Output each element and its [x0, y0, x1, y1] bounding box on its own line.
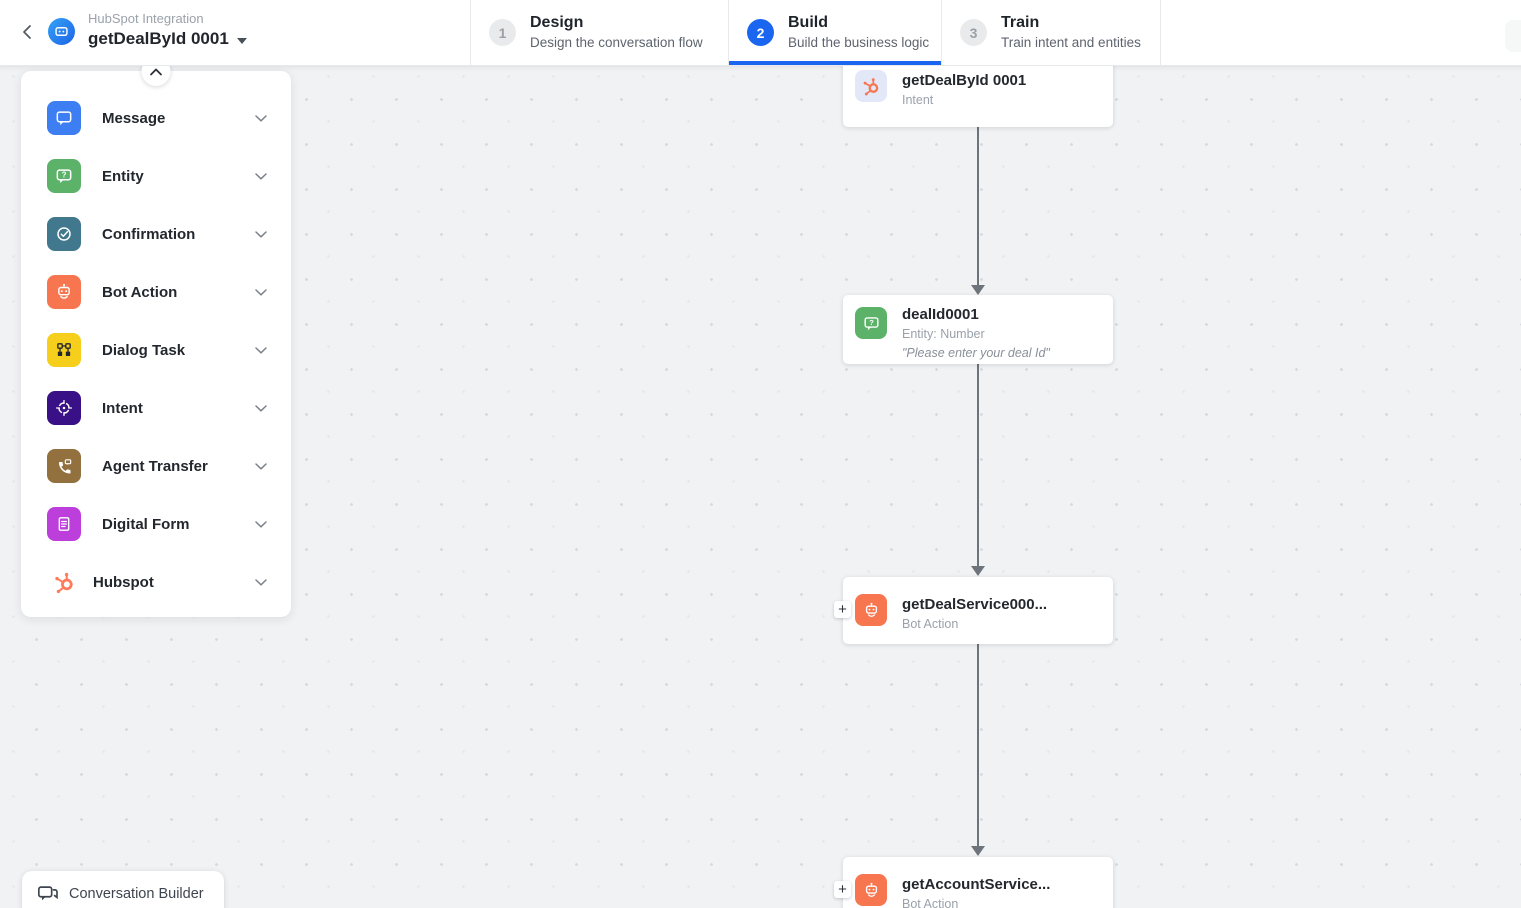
entity-icon: ?	[855, 307, 887, 339]
task-title-dropdown[interactable]: getDealById 0001	[88, 27, 247, 51]
top-header: HubSpot Integration getDealById 0001 1 D…	[0, 0, 1521, 66]
digital-form-icon	[47, 507, 81, 541]
node-title: getAccountService...	[902, 876, 1051, 893]
tab-build-label: Build	[788, 14, 828, 31]
sidebar-item-digital-form[interactable]: Digital Form	[21, 495, 291, 553]
flow-canvas[interactable]: Message ? Entity Confirmation	[0, 65, 1521, 908]
node-title: getDealById 0001	[902, 72, 1027, 89]
conversation-builder-badge[interactable]: Conversation Builder	[22, 871, 224, 908]
tab-train-subtitle: Train intent and entities	[1001, 35, 1141, 50]
dialog-task-icon	[47, 333, 81, 367]
sidebar-item-message[interactable]: Message	[21, 89, 291, 147]
tab-design-number: 1	[489, 19, 516, 46]
hubspot-icon	[855, 70, 887, 102]
node-subtitle: Bot Action	[902, 897, 959, 908]
chevron-up-icon	[150, 68, 163, 76]
tab-train-number: 3	[960, 19, 987, 46]
flow-node-bot-action[interactable]: + getAccountService... Bot Action	[834, 857, 1113, 908]
arrow-down-icon	[971, 285, 985, 295]
stage-tabs: 1 Design Design the conversation flow 2 …	[470, 0, 1161, 65]
tab-build-subtitle: Build the business logic	[788, 35, 930, 50]
svg-text:?: ?	[869, 318, 874, 327]
sidebar-item-label: Digital Form	[102, 515, 190, 533]
node-palette: Message ? Entity Confirmation	[21, 65, 291, 617]
flow-connector	[977, 364, 979, 568]
flow-connector	[977, 644, 979, 848]
sidebar-item-label: Dialog Task	[102, 341, 186, 359]
arrow-down-icon	[971, 566, 985, 576]
breadcrumb-label: HubSpot Integration	[88, 11, 204, 26]
tab-design[interactable]: 1 Design Design the conversation flow	[470, 0, 728, 65]
palette-collapse-button[interactable]	[141, 65, 171, 86]
sidebar-item-intent[interactable]: Intent	[21, 379, 291, 437]
add-node-button[interactable]: +	[834, 601, 851, 618]
node-subtitle: Intent	[902, 93, 934, 107]
chevron-down-icon[interactable]	[255, 288, 267, 296]
chat-bubbles-icon	[36, 883, 60, 905]
conversation-builder-label: Conversation Builder	[69, 886, 204, 902]
bot-action-icon	[47, 275, 81, 309]
chevron-down-icon[interactable]	[255, 520, 267, 528]
flow-connector	[977, 127, 979, 287]
chevron-down-icon[interactable]	[255, 462, 267, 470]
add-node-button[interactable]: +	[834, 881, 851, 898]
hubspot-icon	[51, 569, 77, 595]
chevron-down-icon[interactable]	[255, 230, 267, 238]
intent-icon	[47, 391, 81, 425]
sidebar-item-confirmation[interactable]: Confirmation	[21, 205, 291, 263]
node-title: getDealService000...	[902, 596, 1048, 613]
node-prompt-quote: "Please enter your deal Id"	[902, 346, 1050, 360]
flow-node-entity[interactable]: ? dealId0001 Entity: Number "Please ente…	[843, 295, 1113, 364]
node-subtitle: Bot Action	[902, 617, 959, 631]
sidebar-item-label: Message	[102, 109, 166, 127]
chevron-down-icon[interactable]	[255, 114, 267, 122]
node-subtitle: Entity: Number	[902, 327, 985, 341]
header-right-partial	[1505, 20, 1521, 52]
chevron-down-icon[interactable]	[255, 172, 267, 180]
chevron-left-icon	[21, 24, 33, 40]
sidebar-item-bot-action[interactable]: Bot Action	[21, 263, 291, 321]
node-title: dealId0001	[902, 306, 979, 323]
sidebar-item-label: Agent Transfer	[102, 457, 208, 475]
confirmation-icon	[47, 217, 81, 251]
sidebar-item-agent-transfer[interactable]: Agent Transfer	[21, 437, 291, 495]
sidebar-item-label: Intent	[102, 399, 143, 417]
tab-build[interactable]: 2 Build Build the business logic	[728, 0, 941, 65]
entity-icon: ?	[47, 159, 81, 193]
svg-text:?: ?	[62, 171, 67, 180]
flow-node-bot-action[interactable]: + getDealService000... Bot Action	[834, 577, 1113, 644]
breadcrumb: HubSpot Integration getDealById 0001	[88, 10, 247, 51]
sidebar-item-label: Entity	[102, 167, 144, 185]
tab-active-underline	[729, 61, 941, 65]
flow-node-intent[interactable]: getDealById 0001 Intent	[843, 65, 1113, 127]
sidebar-item-hubspot[interactable]: Hubspot	[21, 553, 291, 611]
sidebar-item-label: Confirmation	[102, 225, 196, 243]
bot-action-icon	[855, 594, 887, 626]
page-title: getDealById 0001	[88, 29, 229, 48]
sidebar-item-dialog-task[interactable]: Dialog Task	[21, 321, 291, 379]
tab-train[interactable]: 3 Train Train intent and entities	[941, 0, 1161, 65]
sidebar-item-label: Bot Action	[102, 283, 178, 301]
tab-design-subtitle: Design the conversation flow	[530, 35, 703, 50]
chevron-down-icon[interactable]	[255, 346, 267, 354]
arrow-down-icon	[971, 846, 985, 856]
back-button[interactable]	[14, 19, 40, 45]
bot-app-icon	[48, 18, 75, 45]
chevron-down-icon[interactable]	[255, 578, 267, 586]
sidebar-item-entity[interactable]: ? Entity	[21, 147, 291, 205]
message-icon	[47, 101, 81, 135]
tab-design-label: Design	[530, 14, 584, 31]
bot-action-icon	[855, 874, 887, 906]
agent-transfer-icon	[47, 449, 81, 483]
sidebar-item-label: Hubspot	[93, 573, 154, 591]
tab-train-label: Train	[1001, 14, 1040, 31]
tab-build-number: 2	[747, 19, 774, 46]
chevron-down-icon[interactable]	[255, 404, 267, 412]
caret-down-icon	[236, 37, 247, 44]
